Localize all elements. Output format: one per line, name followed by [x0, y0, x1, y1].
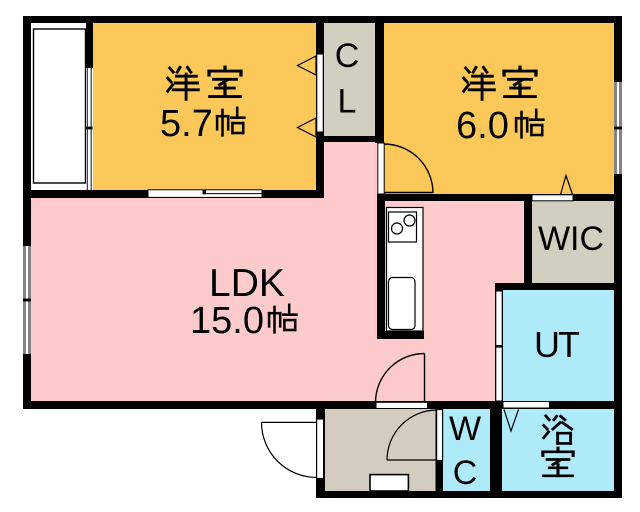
svg-text:C: C	[453, 454, 478, 492]
svg-text:6.0: 6.0	[456, 105, 509, 147]
svg-text:15.0: 15.0	[190, 300, 264, 342]
svg-text:UT: UT	[534, 324, 580, 365]
svg-text:C: C	[335, 37, 360, 75]
svg-text:WIC: WIC	[538, 220, 604, 258]
svg-text:5.7: 5.7	[160, 103, 213, 145]
svg-text:W: W	[449, 410, 481, 448]
svg-text:LDK: LDK	[209, 262, 285, 305]
svg-text:L: L	[338, 83, 357, 121]
